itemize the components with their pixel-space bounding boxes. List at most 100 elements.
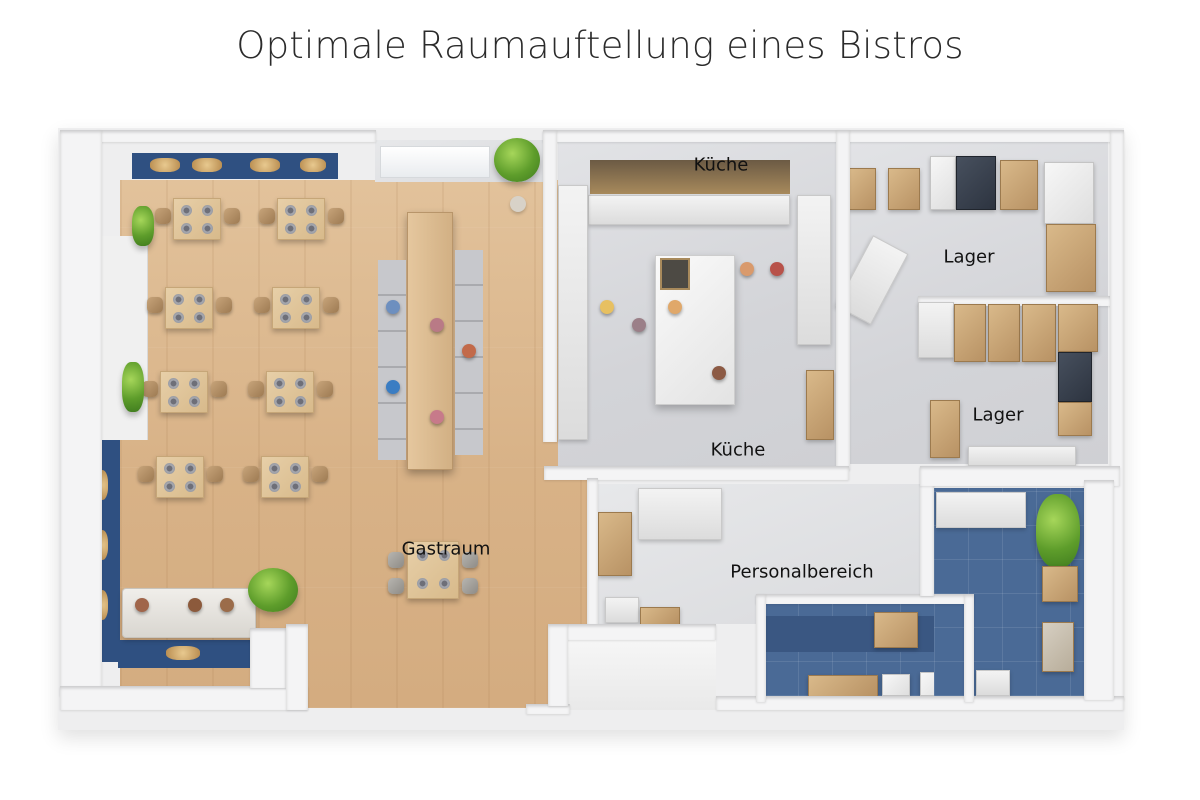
kitchen-cabinet [806,370,834,440]
wall [543,130,557,442]
staff-room-desk [808,675,878,697]
chair [254,297,270,313]
storage-shelf [1058,352,1092,402]
chair [147,297,163,313]
dining-table [173,198,221,240]
guest [386,300,400,314]
dining-table [272,287,320,329]
chair [317,381,333,397]
storage-shelf [954,304,986,362]
staff-room-box [882,674,910,696]
dining-table [160,371,208,413]
room-label-lager-top: Lager [943,246,995,268]
storage-shelf [1022,304,1056,362]
storage-shelf [888,168,920,210]
storage-shelf [930,400,960,458]
guest [386,380,400,394]
wall [756,594,766,702]
storage-shelf [1044,162,1094,224]
guest [430,318,444,332]
left-wall-strip [100,236,148,440]
lager-divider [918,296,1112,306]
cook [632,318,646,332]
room-label-lager-bottom: Lager [972,404,1024,426]
chair [216,297,232,313]
staff-room-shelf [765,616,961,652]
staff-fridge [638,488,722,540]
plant [132,206,154,246]
washroom-vanity [936,492,1026,528]
room-label-kueche-top: Küche [693,154,749,176]
storage-shelf [988,304,1020,362]
plant [494,138,540,182]
bar-counter [407,212,453,470]
wall [1084,480,1114,700]
kitchen-shelf-top [590,160,790,194]
dining-table [407,541,459,599]
chair [142,381,158,397]
storage-shelf [1046,224,1096,292]
wall [920,466,934,596]
lounge-sofa [122,588,256,638]
chair [259,208,275,224]
room-label-gastraum: Gastraum [401,538,491,560]
storage-shelf [956,156,996,210]
room-label-kueche-bottom: Küche [710,439,766,461]
chair [138,466,154,482]
wall [756,594,974,604]
storage-shelf [1058,304,1098,352]
dining-table [277,198,325,240]
wall [526,704,570,714]
washroom-cabinet [1042,622,1074,672]
chair [312,466,328,482]
entrance-glass [380,146,490,178]
storage-shelf [930,156,956,210]
guest [430,410,444,424]
dining-table [165,287,213,329]
wall [964,594,974,702]
guest [462,344,476,358]
chair [323,297,339,313]
coffee-table [166,646,200,660]
wall [286,624,308,710]
wall [716,696,1124,710]
staff-room-cabinet [874,612,918,648]
wall [96,130,376,142]
chair [207,466,223,482]
kitchen-counter-left [558,185,588,440]
wall [548,624,568,706]
wall [543,130,1123,142]
wall [60,130,102,696]
chair [155,208,171,224]
storage-counter [968,446,1076,466]
cook [770,262,784,276]
wall [60,686,308,710]
cook [712,366,726,380]
storage-shelf [1000,160,1038,210]
dining-table [266,371,314,413]
chair [243,466,259,482]
wall [250,628,286,688]
guest [188,598,202,612]
locker [598,512,632,576]
storage-shelf [848,168,876,210]
chair [211,381,227,397]
washroom-toilet [976,670,1010,696]
cook [668,300,682,314]
chair [248,381,264,397]
chair [388,552,404,568]
wall [544,466,849,480]
island-stove [660,258,690,290]
cook [600,300,614,314]
bar-seating-left [378,260,406,460]
plant [248,568,298,612]
staff-table [640,607,680,625]
plant-pot [510,196,526,212]
cook [740,262,754,276]
chair [224,208,240,224]
page-title: Optimale Raumauftellung eines Bistros [236,24,964,67]
wall [587,478,598,628]
storage-block [918,302,954,358]
guest [220,598,234,612]
